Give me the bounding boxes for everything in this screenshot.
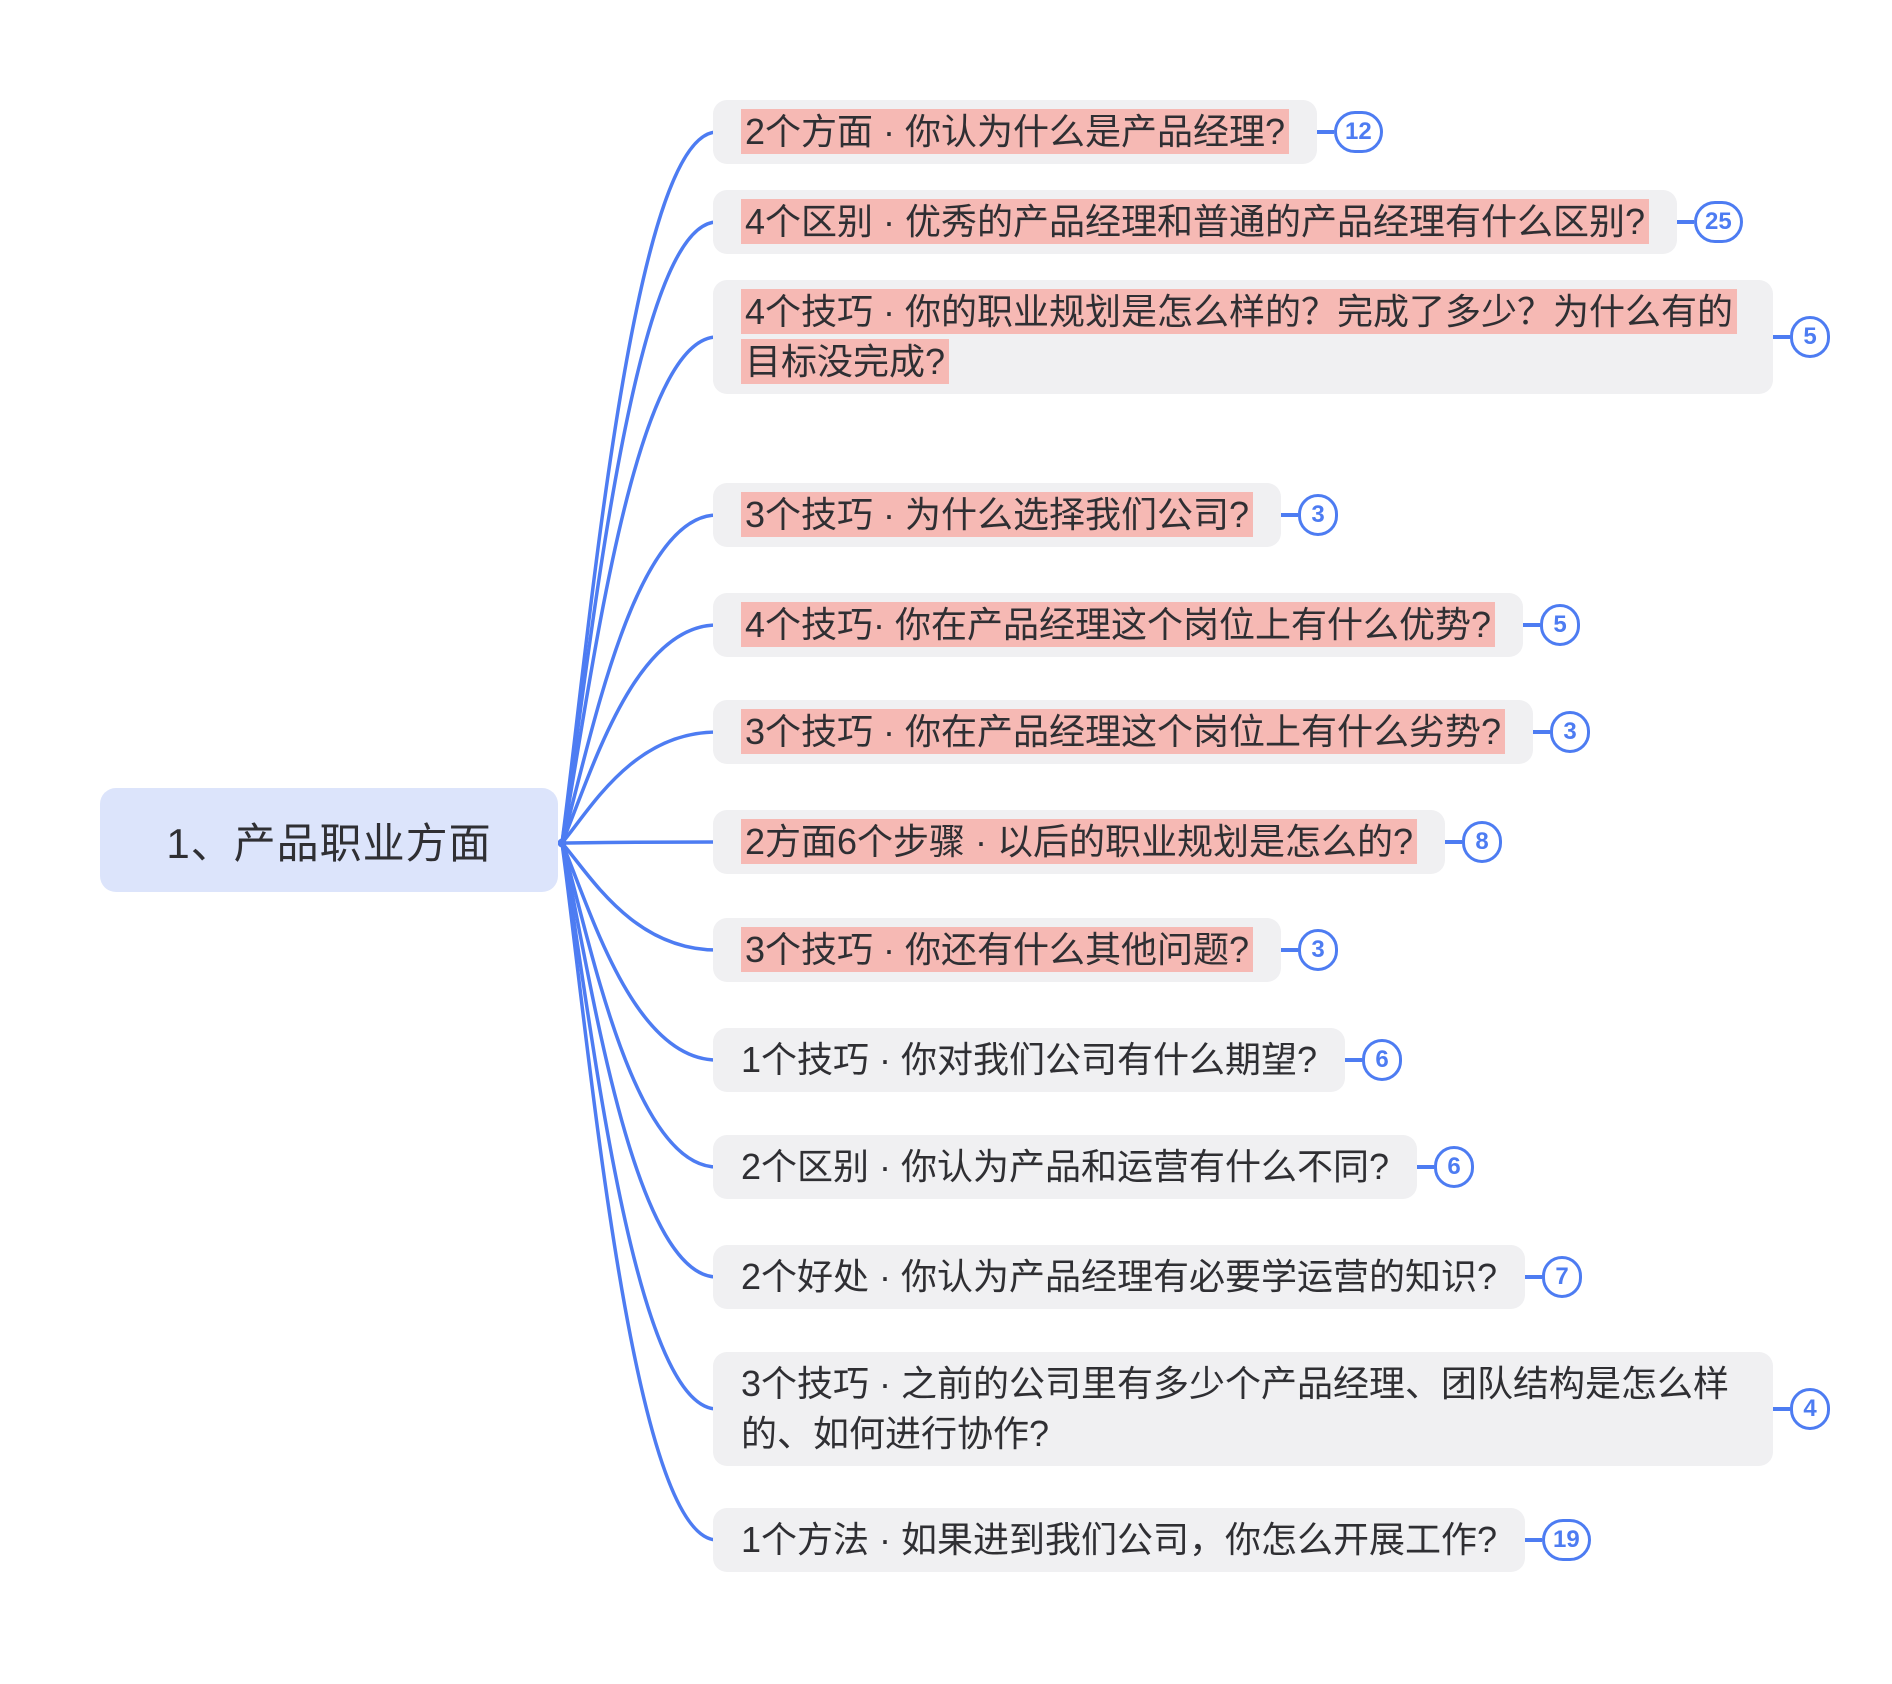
root-topic-label: 1、产品职业方面 [166, 819, 492, 867]
topic-text: 4个技巧 · 你的职业规划是怎么样的？完成了多少？为什么有的目标没完成? [741, 289, 1738, 384]
topic-text: 2方面6个步骤 · 以后的职业规划是怎么的? [741, 819, 1418, 864]
connector-stub [1317, 130, 1335, 134]
topic-box[interactable]: 3个技巧 · 你在产品经理这个岗位上有什么劣势? [713, 700, 1534, 764]
connector-stub [1773, 1407, 1790, 1411]
topic-text: 1个技巧 · 你对我们公司有什么期望? [741, 1039, 1318, 1080]
branch-node: 3个技巧 · 为什么选择我们公司? 3 [713, 483, 1339, 547]
topic-box[interactable]: 4个区别 · 优秀的产品经理和普通的产品经理有什么区别? [713, 190, 1678, 254]
collapsed-count-badge[interactable]: 12 [1334, 111, 1383, 153]
branch-node: 4个技巧· 你在产品经理这个岗位上有什么优势? 5 [713, 593, 1581, 657]
topic-text: 3个技巧 · 你还有什么其他问题? [741, 927, 1254, 972]
collapsed-count-badge[interactable]: 3 [1298, 494, 1339, 536]
branch-node: 2方面6个步骤 · 以后的职业规划是怎么的? 8 [713, 810, 1503, 874]
collapsed-count-badge[interactable]: 5 [1540, 604, 1581, 646]
connector-stub [1677, 220, 1695, 224]
topic-box[interactable]: 4个技巧· 你在产品经理这个岗位上有什么优势? [713, 593, 1524, 657]
topic-box[interactable]: 2方面6个步骤 · 以后的职业规划是怎么的? [713, 810, 1446, 874]
branch-node: 1个方法 · 如果进到我们公司，你怎么开展工作? 19 [713, 1508, 1591, 1572]
root-topic[interactable]: 1、产品职业方面 [100, 788, 558, 892]
topic-text: 3个技巧 · 你在产品经理这个岗位上有什么劣势? [741, 709, 1506, 754]
topic-box[interactable]: 2个区别 · 你认为产品和运营有什么不同? [713, 1135, 1418, 1199]
branch-node: 3个技巧 · 你还有什么其他问题? 3 [713, 918, 1339, 982]
topic-box[interactable]: 3个技巧 · 你还有什么其他问题? [713, 918, 1282, 982]
connector-stub [1345, 1058, 1363, 1062]
topic-box[interactable]: 4个技巧 · 你的职业规划是怎么样的？完成了多少？为什么有的目标没完成? [713, 280, 1773, 394]
topic-text: 4个区别 · 优秀的产品经理和普通的产品经理有什么区别? [741, 199, 1650, 244]
collapsed-count-badge[interactable]: 5 [1790, 316, 1830, 358]
collapsed-count-badge[interactable]: 19 [1542, 1519, 1591, 1561]
topic-text: 2个方面 · 你认为什么是产品经理? [741, 109, 1290, 154]
topic-box[interactable]: 3个技巧 · 为什么选择我们公司? [713, 483, 1282, 547]
branch-node: 3个技巧 · 你在产品经理这个岗位上有什么劣势? 3 [713, 700, 1591, 764]
collapsed-count-badge[interactable]: 4 [1790, 1388, 1830, 1430]
topic-text: 4个技巧· 你在产品经理这个岗位上有什么优势? [741, 602, 1496, 647]
connector-stub [1417, 1165, 1435, 1169]
topic-box[interactable]: 2个方面 · 你认为什么是产品经理? [713, 100, 1318, 164]
connector-stub [1533, 730, 1551, 734]
connector-stub [1773, 335, 1790, 339]
collapsed-count-badge[interactable]: 6 [1434, 1146, 1475, 1188]
collapsed-count-badge[interactable]: 3 [1298, 929, 1339, 971]
topic-box[interactable]: 2个好处 · 你认为产品经理有必要学运营的知识? [713, 1245, 1526, 1309]
connector-stub [1523, 623, 1541, 627]
connector-stub [1281, 513, 1299, 517]
branch-node: 3个技巧 · 之前的公司里有多少个产品经理、团队结构是怎么样的、如何进行协作? … [713, 1352, 1830, 1466]
branch-node: 4个区别 · 优秀的产品经理和普通的产品经理有什么区别? 25 [713, 190, 1743, 254]
connector-stub [1281, 948, 1299, 952]
collapsed-count-badge[interactable]: 8 [1462, 821, 1503, 863]
branch-node: 2个方面 · 你认为什么是产品经理? 12 [713, 100, 1383, 164]
branch-node: 2个好处 · 你认为产品经理有必要学运营的知识? 7 [713, 1245, 1583, 1309]
topic-text: 1个方法 · 如果进到我们公司，你怎么开展工作? [741, 1519, 1498, 1560]
collapsed-count-badge[interactable]: 6 [1362, 1039, 1403, 1081]
collapsed-count-badge[interactable]: 3 [1550, 711, 1591, 753]
topic-text: 3个技巧 · 之前的公司里有多少个产品经理、团队结构是怎么样的、如何进行协作? [741, 1363, 1730, 1454]
topic-text: 2个区别 · 你认为产品和运营有什么不同? [741, 1146, 1390, 1187]
collapsed-count-badge[interactable]: 25 [1694, 201, 1743, 243]
branch-node: 2个区别 · 你认为产品和运营有什么不同? 6 [713, 1135, 1475, 1199]
branch-node: 4个技巧 · 你的职业规划是怎么样的？完成了多少？为什么有的目标没完成? 5 [713, 280, 1830, 394]
topic-box[interactable]: 1个方法 · 如果进到我们公司，你怎么开展工作? [713, 1508, 1526, 1572]
connector-stub [1445, 840, 1463, 844]
topic-box[interactable]: 3个技巧 · 之前的公司里有多少个产品经理、团队结构是怎么样的、如何进行协作? [713, 1352, 1773, 1466]
topic-text: 3个技巧 · 为什么选择我们公司? [741, 492, 1254, 537]
connector-stub [1525, 1538, 1543, 1542]
topic-box[interactable]: 1个技巧 · 你对我们公司有什么期望? [713, 1028, 1346, 1092]
collapsed-count-badge[interactable]: 7 [1542, 1256, 1583, 1298]
connector-stub [1525, 1275, 1543, 1279]
branch-node: 1个技巧 · 你对我们公司有什么期望? 6 [713, 1028, 1403, 1092]
topic-text: 2个好处 · 你认为产品经理有必要学运营的知识? [741, 1256, 1498, 1297]
